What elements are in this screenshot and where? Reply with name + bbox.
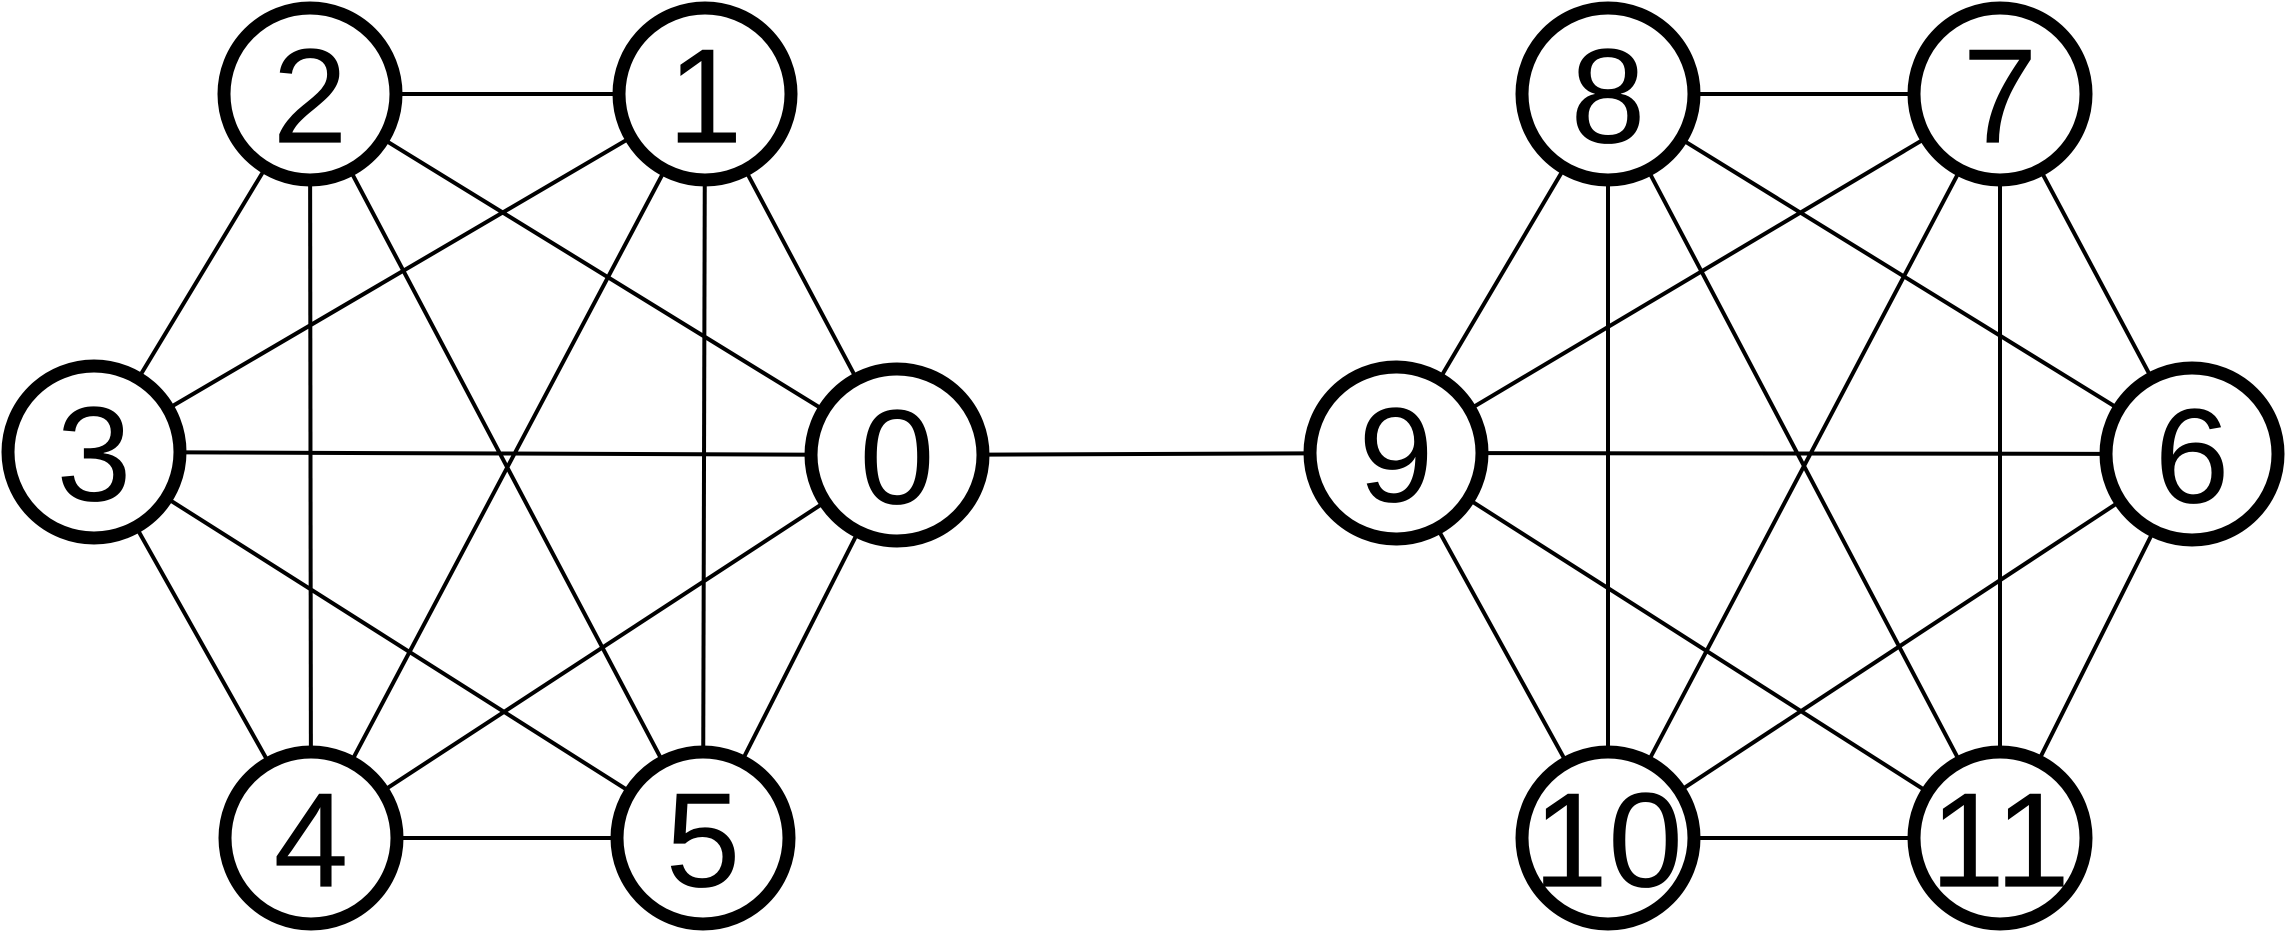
node-label-5: 5 xyxy=(665,765,740,916)
node-circle-1 xyxy=(612,1,798,187)
edge-0-3 xyxy=(93,450,898,457)
node-circle-0 xyxy=(804,362,990,548)
edge-8-11 xyxy=(1606,93,2002,839)
node-circle-9 xyxy=(1303,360,1489,546)
edge-3-5 xyxy=(92,450,705,840)
node-label-0: 0 xyxy=(859,382,934,533)
edge-2-5 xyxy=(308,93,705,839)
edges-layer xyxy=(92,92,2194,840)
graph-node-11: 11 xyxy=(1907,745,2093,931)
edge-0-2 xyxy=(308,92,899,457)
edge-1-5 xyxy=(701,93,707,839)
node-label-6: 6 xyxy=(2154,381,2229,532)
graph-node-5: 5 xyxy=(610,745,796,931)
graph-node-4: 4 xyxy=(218,745,404,931)
edge-1-3 xyxy=(92,92,707,454)
node-circle-10 xyxy=(1515,745,1701,931)
edge-6-8 xyxy=(1606,92,2194,456)
graph-node-0: 0 xyxy=(804,362,990,548)
node-label-7: 7 xyxy=(1962,21,2037,172)
graph-node-7: 7 xyxy=(1907,1,2093,187)
node-label-3: 3 xyxy=(56,379,131,530)
node-label-1: 1 xyxy=(667,21,742,172)
node-circle-6 xyxy=(2099,361,2285,547)
edge-9-11 xyxy=(1394,451,2002,840)
node-circle-5 xyxy=(610,745,796,931)
node-label-10: 10 xyxy=(1533,765,1683,916)
node-circle-11 xyxy=(1907,745,2093,931)
graph-node-1: 1 xyxy=(612,1,798,187)
edge-6-9 xyxy=(1395,451,2193,456)
node-label-2: 2 xyxy=(272,21,347,172)
edge-7-9 xyxy=(1394,92,2002,455)
node-circle-8 xyxy=(1515,1,1701,187)
graph-node-3: 3 xyxy=(1,359,187,545)
graph-node-9: 9 xyxy=(1303,360,1489,546)
node-label-4: 4 xyxy=(273,765,348,916)
node-circle-2 xyxy=(217,1,403,187)
graph-node-6: 6 xyxy=(2099,361,2285,547)
node-circle-3 xyxy=(1,359,187,545)
node-circle-4 xyxy=(218,745,404,931)
node-label-8: 8 xyxy=(1570,21,1645,172)
node-label-9: 9 xyxy=(1358,380,1433,531)
graph-node-2: 2 xyxy=(217,1,403,187)
node-circle-7 xyxy=(1907,1,2093,187)
edge-2-4 xyxy=(308,93,313,839)
graph-node-10: 10 xyxy=(1515,745,1701,931)
node-label-11: 11 xyxy=(1930,765,2070,916)
graph-node-8: 8 xyxy=(1515,1,1701,187)
